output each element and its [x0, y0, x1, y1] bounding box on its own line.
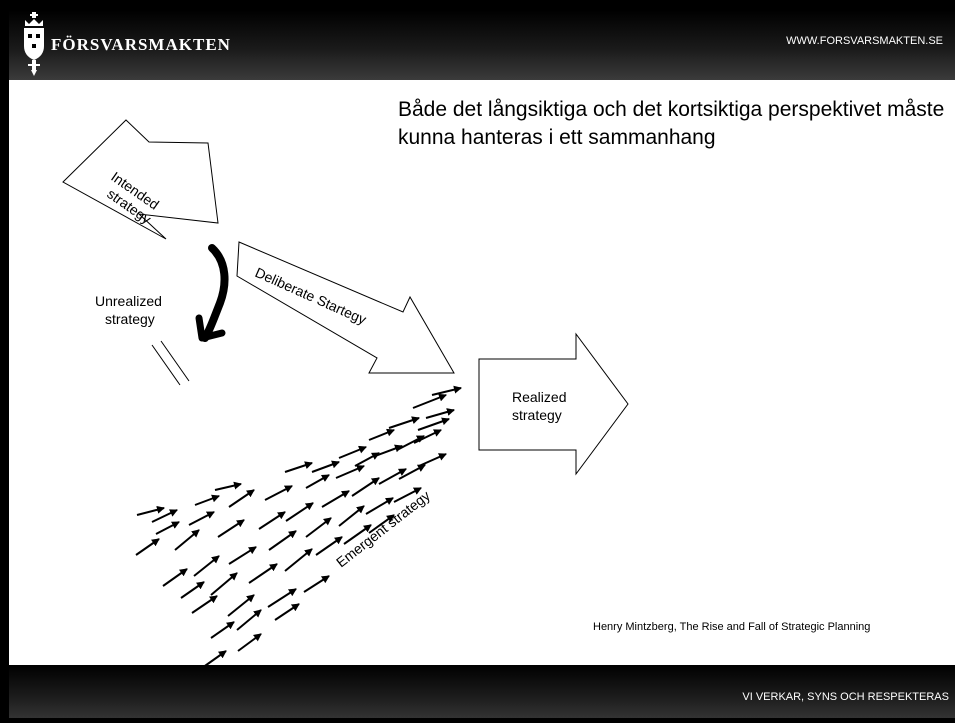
- brand-name: FÖRSVARSMAKTEN: [51, 35, 231, 54]
- emergent-small-arrow: [151, 509, 178, 523]
- emergent-small-arrow: [228, 546, 257, 565]
- emergent-small-arrow: [311, 460, 340, 473]
- strategy-diagram: Intended strategy Deliberate Startegy Un…: [62, 119, 629, 669]
- emergent-small-arrow: [258, 511, 286, 530]
- emergent-small-arrow: [284, 461, 313, 473]
- slide-headline: Både det långsiktiga och det kortsiktiga…: [398, 98, 945, 149]
- emergent-small-arrow: [193, 555, 220, 577]
- header-bar: FÖRSVARSMAKTEN WWW.FORSVARSMAKTEN.SE: [9, 10, 955, 80]
- emergent-small-arrow: [194, 494, 220, 506]
- emergent-small-arrow: [267, 588, 297, 608]
- slide: FÖRSVARSMAKTEN WWW.FORSVARSMAKTEN.SE Båd…: [9, 10, 955, 718]
- emergent-small-arrow: [188, 511, 215, 526]
- emergent-small-arrow: [285, 502, 314, 522]
- emergent-small-arrow: [365, 497, 394, 515]
- emergent-small-arrow: [418, 453, 447, 467]
- emergent-small-arrow: [237, 633, 262, 652]
- emergent-small-arrow: [274, 603, 300, 621]
- emergent-small-arrow: [412, 393, 447, 409]
- emergent-small-arrow: [284, 548, 313, 572]
- emergent-small-arrow: [338, 505, 365, 527]
- emergent-small-arrow: [315, 536, 343, 556]
- emergent-small-arrow: [413, 429, 442, 444]
- emergent-small-arrow: [227, 594, 255, 617]
- emergent-small-arrow: [155, 521, 180, 535]
- emergent-small-arrow: [343, 524, 372, 545]
- emergent-small-arrow: [268, 530, 297, 551]
- three-crowns-crest-icon: [24, 12, 44, 76]
- emergent-small-arrow: [338, 445, 367, 459]
- emergent-small-arrow: [374, 444, 403, 457]
- emergent-small-arrow: [388, 416, 420, 429]
- emergent-small-arrow: [162, 568, 188, 587]
- emergent-small-arrow: [217, 519, 245, 538]
- emergent-small-arrow: [431, 385, 462, 396]
- realized-label-line1: Realized: [512, 389, 566, 405]
- unrealized-label-line2: strategy: [105, 311, 155, 327]
- emergent-small-arrow: [321, 490, 350, 508]
- unrealized-curve-hook: [195, 314, 226, 342]
- emergent-small-arrow: [305, 474, 330, 489]
- emergent-arrow-field: [135, 385, 462, 669]
- emergent-small-arrow: [214, 481, 242, 491]
- realized-label-line2: strategy: [512, 407, 562, 423]
- unrealized-curve-stroke: [201, 244, 229, 342]
- emergent-small-arrow: [305, 517, 332, 538]
- unrealized-label-line1: Unrealized: [95, 293, 162, 309]
- emergent-small-arrow: [174, 529, 200, 551]
- emergent-small-arrow: [264, 485, 293, 501]
- intended-strategy-arrow: [62, 119, 219, 240]
- deliberate-strategy-arrow: [236, 241, 455, 374]
- emergent-label: Emergent strategy: [333, 487, 433, 570]
- emergent-small-arrow: [248, 563, 278, 584]
- footer-motto: VI VERKAR, SYNS OCH RESPEKTERAS: [742, 691, 949, 703]
- emergent-small-arrow: [303, 575, 330, 593]
- unrealized-strike-1: [151, 344, 181, 386]
- emergent-small-arrow: [398, 464, 426, 480]
- citation: Henry Mintzberg, The Rise and Fall of St…: [593, 621, 871, 633]
- emergent-small-arrow: [417, 417, 450, 431]
- emergent-small-arrow: [351, 477, 380, 497]
- emergent-small-arrow: [378, 468, 407, 485]
- emergent-small-arrow: [425, 408, 455, 419]
- emergent-small-arrow: [396, 435, 425, 451]
- emergent-small-arrow: [136, 505, 165, 516]
- realized-strategy-arrow: [478, 332, 629, 476]
- emergent-small-arrow: [135, 538, 160, 556]
- emergent-small-arrow: [236, 609, 262, 631]
- emergent-small-arrow: [210, 621, 235, 639]
- emergent-small-arrow: [180, 581, 205, 599]
- emergent-small-arrow: [191, 595, 218, 614]
- emergent-small-arrow: [210, 572, 238, 596]
- emergent-small-arrow: [393, 487, 422, 503]
- emergent-small-arrow: [368, 514, 395, 534]
- emergent-small-arrow: [335, 465, 365, 479]
- footer-bar: VI VERKAR, SYNS OCH RESPEKTERAS: [9, 665, 955, 718]
- emergent-small-arrow: [228, 489, 255, 508]
- website-url[interactable]: WWW.FORSVARSMAKTEN.SE: [786, 35, 943, 47]
- emergent-small-arrow: [368, 428, 395, 441]
- unrealized-strike-2: [160, 340, 190, 382]
